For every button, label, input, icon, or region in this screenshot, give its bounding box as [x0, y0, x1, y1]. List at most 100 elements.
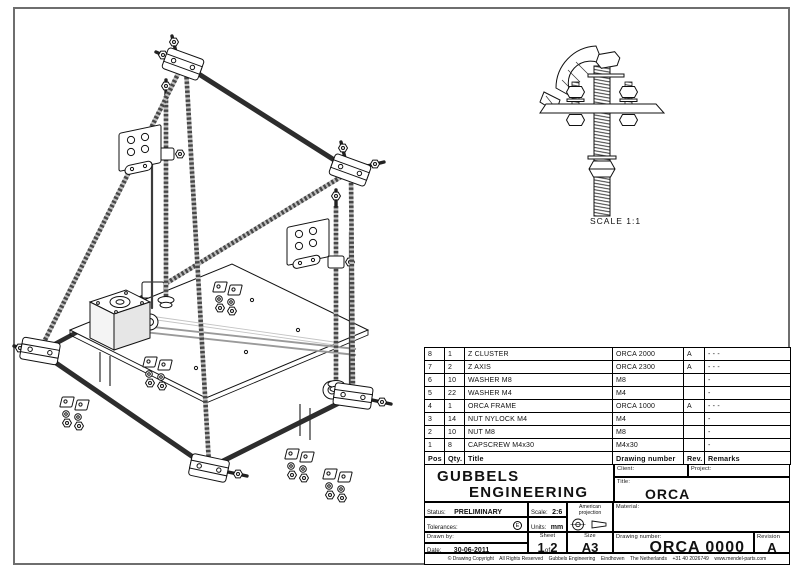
drawn-by-cell: Drawn by:	[424, 532, 528, 543]
header-pos: Pos	[424, 451, 445, 465]
clamp-plate	[539, 103, 666, 114]
date-label: Date:	[427, 548, 442, 553]
bottom-vertex-left	[18, 336, 62, 366]
drawing-number-cell: Drawing number: ORCA 0000	[613, 532, 754, 553]
tolerance-symbol: E	[513, 521, 522, 530]
title-block: GUBBELS ENGINEERING Client: Project: Tit…	[424, 464, 790, 565]
cell-title: NUT NYLOCK M4	[464, 412, 613, 426]
status-value: PRELIMINARY	[454, 509, 503, 516]
tolerances-label: Tolerances:	[427, 525, 458, 531]
cell-pos: 6	[424, 373, 445, 387]
status-cell: Status: PRELIMINARY	[424, 502, 528, 517]
cell-remarks: -	[704, 386, 791, 400]
title-cell: Title: ORCA	[614, 477, 790, 502]
frame-front-rods	[37, 61, 356, 471]
cell-title: WASHER M4	[464, 386, 613, 400]
cell-remarks: - - -	[704, 347, 791, 361]
copyright-text: © Drawing Copyright All Rights Reserved …	[447, 556, 767, 562]
cell-title: ORCA FRAME	[464, 399, 613, 413]
cell-remarks: -	[704, 412, 791, 426]
sheet-total: 2	[550, 540, 558, 553]
cell-drawing-number: M8	[612, 425, 684, 439]
revision-cell: Revision A	[754, 532, 790, 553]
header-remarks: Remarks	[704, 451, 791, 465]
cell-pos: 8	[424, 347, 445, 361]
cell-drawing-number: ORCA 2000	[612, 347, 684, 361]
cell-qty: 1	[444, 347, 465, 361]
z-axis-rods	[150, 78, 355, 396]
header-rev: Rev.	[683, 451, 705, 465]
cell-pos: 2	[424, 425, 445, 439]
copyright-strip: © Drawing Copyright All Rights Reserved …	[424, 553, 790, 565]
cell-qty: 14	[444, 412, 465, 426]
cell-pos: 4	[424, 399, 445, 413]
revision-value: A	[767, 540, 777, 553]
tolerances-cell: Tolerances: E	[424, 517, 528, 532]
detail-view: SCALE 1:1	[539, 45, 666, 226]
cell-drawing-number: M8	[612, 373, 684, 387]
cell-drawing-number: M4x30	[612, 438, 684, 452]
scale-value: 2:6	[552, 509, 563, 516]
z-cluster-left	[118, 124, 162, 176]
header-title: Title	[464, 451, 613, 465]
cell-pos: 3	[424, 412, 445, 426]
bottom-vertex-right	[332, 381, 374, 411]
cell-title: WASHER M8	[464, 373, 613, 387]
projection-cell: American projection	[567, 502, 613, 532]
top-washer	[587, 73, 625, 78]
status-label: Status:	[427, 510, 446, 516]
company-name-line1: GUBBELS	[437, 468, 520, 485]
cell-remarks: -	[704, 438, 791, 452]
cell-drawing-number: ORCA 2300	[612, 360, 684, 374]
mid-nut	[588, 160, 616, 178]
cell-qty: 10	[444, 373, 465, 387]
drawing-title: ORCA	[645, 486, 691, 502]
date-value: 30-06-2011	[453, 547, 490, 553]
date-cell: Date: 30-06-2011	[424, 543, 528, 553]
size-label: Size	[584, 533, 596, 539]
cell-qty: 22	[444, 386, 465, 400]
material-label: Material:	[616, 504, 640, 510]
sheet-cell: Sheet 1of2	[528, 532, 567, 553]
client-label: Client:	[617, 466, 635, 472]
header-drawing-number: Drawing number	[612, 451, 684, 465]
cell-remarks: -	[704, 373, 791, 387]
cell-qty: 1	[444, 399, 465, 413]
client-cell: Client:	[614, 464, 688, 477]
cell-drawing-number: M4	[612, 412, 684, 426]
company-name-line2: ENGINEERING	[469, 484, 589, 501]
z-cluster-right	[286, 218, 330, 270]
cell-title: Z CLUSTER	[464, 347, 613, 361]
detail-scale-label: SCALE 1:1	[590, 216, 641, 226]
units-value: mm	[550, 524, 564, 531]
stepper-motor	[88, 289, 152, 351]
cell-rev	[683, 386, 705, 400]
bottom-vertex-front	[187, 452, 231, 484]
company-logo: GUBBELS ENGINEERING	[424, 464, 614, 502]
cell-pos: 7	[424, 360, 445, 374]
cell-remarks: -	[704, 425, 791, 439]
cell-rev	[683, 373, 705, 387]
cell-rev	[683, 425, 705, 439]
header-qty: Qty.	[444, 451, 465, 465]
cell-title: NUT M8	[464, 425, 613, 439]
units-cell: Units: mm	[528, 517, 567, 532]
cell-title: CAPSCREW M4x30	[464, 438, 613, 452]
cell-rev	[683, 412, 705, 426]
cell-rev	[683, 438, 705, 452]
cell-pos: 1	[424, 438, 445, 452]
cell-pos: 5	[424, 386, 445, 400]
sheet-border	[13, 7, 790, 565]
cell-remarks: - - -	[704, 399, 791, 413]
top-nut	[595, 51, 621, 69]
title-label: Title:	[617, 479, 631, 485]
scale-cell: Scale: 2:6	[528, 502, 567, 517]
